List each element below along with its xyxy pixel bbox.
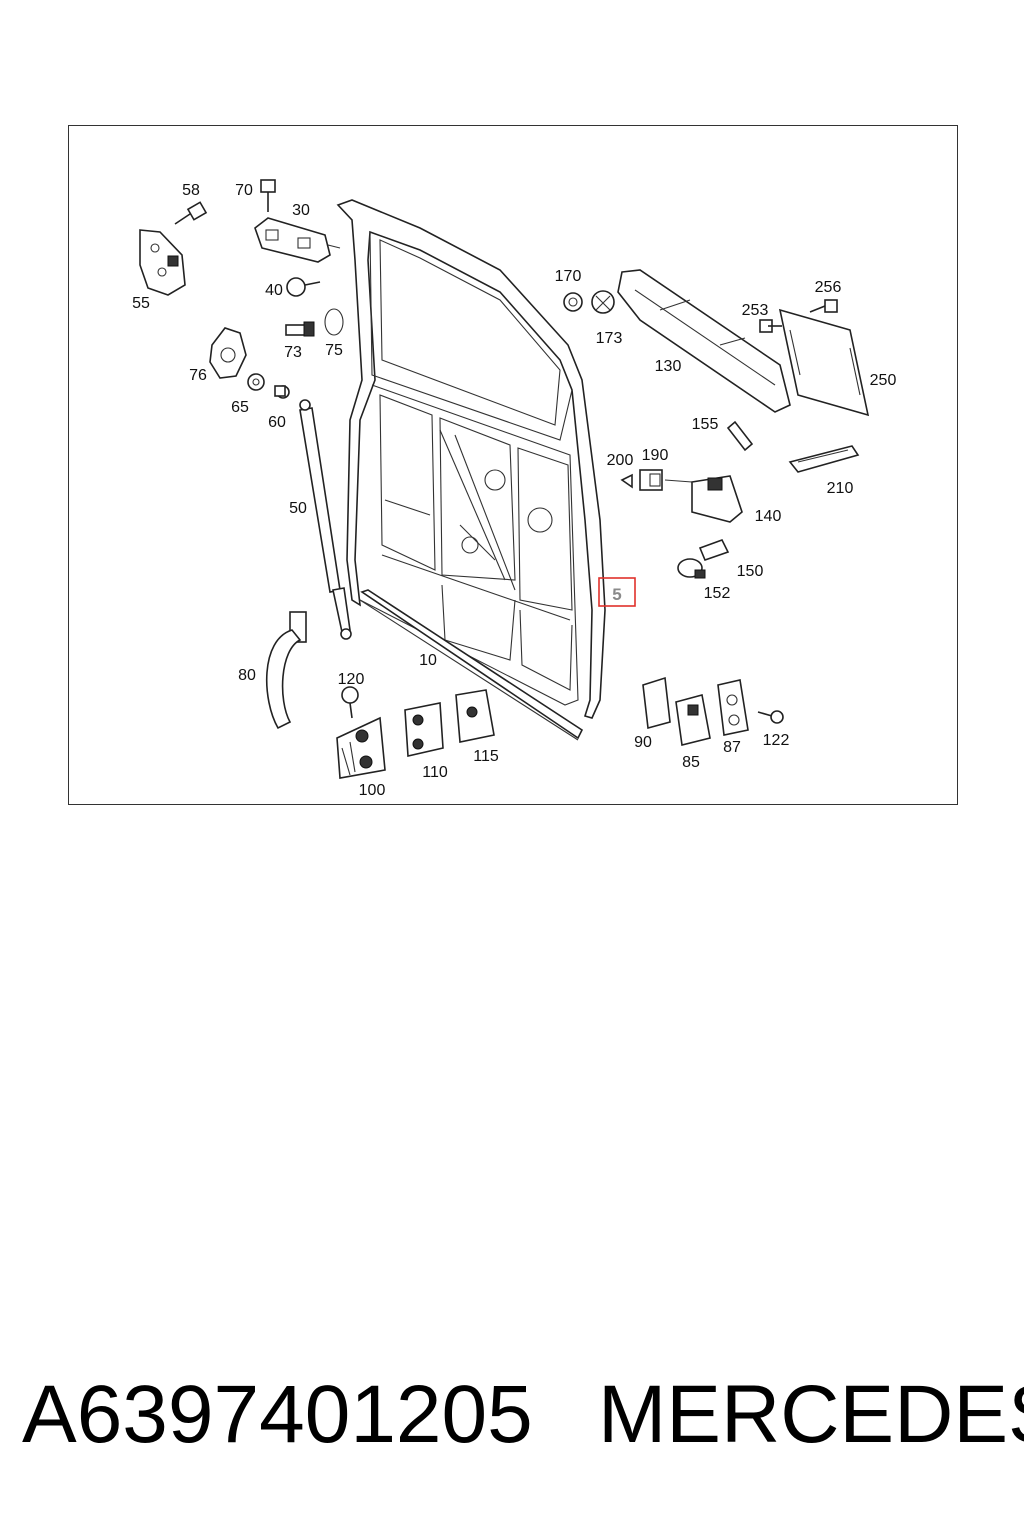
gas-strut-50 — [299, 399, 352, 640]
callout-80: 80 — [238, 667, 256, 684]
callout-70: 70 — [235, 182, 253, 199]
callout-58: 58 — [182, 182, 200, 199]
screw-120 — [341, 686, 359, 719]
callout-155: 155 — [692, 416, 719, 433]
exploded-parts-diagram: 5 58 70 30 55 40 73 75 76 65 60 50 80 10… — [132, 179, 896, 799]
callout-110: 110 — [422, 764, 448, 781]
callout-190: 190 — [642, 447, 669, 464]
bolt-70 — [260, 179, 276, 212]
highlight-part-5: 5 — [598, 577, 636, 607]
connector-190 — [639, 469, 663, 491]
bracket-115 — [455, 689, 495, 743]
lock-plate-100 — [336, 716, 386, 779]
callout-120: 120 — [338, 671, 365, 688]
callout-170: 170 — [555, 268, 582, 285]
brand-name: MERCEDES — [598, 1369, 1024, 1460]
cap-173 — [591, 290, 615, 314]
screw-253 — [759, 319, 782, 333]
callout-200: 200 — [607, 452, 634, 469]
callout-150: 150 — [737, 563, 764, 580]
bracket-55 — [139, 229, 186, 296]
plate-250 — [778, 308, 870, 417]
door-frame-part — [336, 199, 606, 741]
callout-40: 40 — [265, 282, 283, 299]
callout-87: 87 — [723, 739, 741, 756]
bulb-150 — [698, 539, 730, 562]
washer-65 — [247, 373, 265, 391]
callout-122: 122 — [763, 732, 790, 749]
bolt-58 — [174, 201, 208, 225]
callout-30: 30 — [292, 202, 310, 219]
callout-76: 76 — [189, 367, 207, 384]
callout-140: 140 — [755, 508, 782, 525]
callout-55: 55 — [132, 295, 150, 312]
callout-65: 65 — [231, 399, 249, 416]
ball-stud-60 — [274, 385, 290, 399]
pad-90 — [642, 676, 671, 730]
callout-250: 250 — [870, 372, 897, 389]
callout-60: 60 — [268, 414, 286, 431]
screw-122 — [757, 710, 784, 724]
latch-85 — [675, 694, 711, 746]
callout-90: 90 — [634, 734, 652, 751]
callout-256: 256 — [815, 279, 842, 296]
callout-173: 173 — [596, 330, 623, 347]
callout-210: 210 — [827, 480, 854, 497]
callout-130: 130 — [655, 358, 682, 375]
caption: A6397401205 MERCEDES — [0, 1368, 1024, 1478]
callout-253: 253 — [742, 302, 769, 319]
callout-152: 152 — [704, 585, 731, 602]
callout-100: 100 — [359, 782, 386, 799]
clip-200 — [620, 473, 633, 489]
hinge-30 — [254, 217, 331, 263]
screw-256 — [809, 299, 838, 313]
callout-85: 85 — [682, 754, 700, 771]
callout-73: 73 — [284, 344, 302, 361]
callout-50: 50 — [289, 500, 307, 517]
cover-210 — [788, 445, 860, 473]
highlight-label: 5 — [612, 585, 621, 604]
switch-140 — [691, 475, 743, 523]
callout-10: 10 — [419, 652, 437, 669]
part-number: A6397401205 — [22, 1369, 533, 1460]
callout-115: 115 — [473, 748, 499, 765]
plate-76 — [209, 327, 247, 379]
strap-80 — [265, 611, 307, 730]
striker-87 — [717, 679, 749, 736]
pin-155 — [726, 420, 754, 452]
callout-labels: 58 70 30 55 40 73 75 76 65 60 50 80 10 1… — [132, 182, 896, 799]
washer-75 — [324, 308, 344, 336]
handle-trim-130 — [617, 269, 791, 413]
pin-73 — [285, 321, 315, 337]
callout-75: 75 — [325, 342, 343, 359]
diagram-frame — [68, 125, 958, 805]
lock-plate-110 — [404, 702, 444, 757]
grommet-170 — [563, 292, 583, 312]
socket-152 — [677, 558, 706, 579]
bolt-40 — [286, 277, 321, 297]
